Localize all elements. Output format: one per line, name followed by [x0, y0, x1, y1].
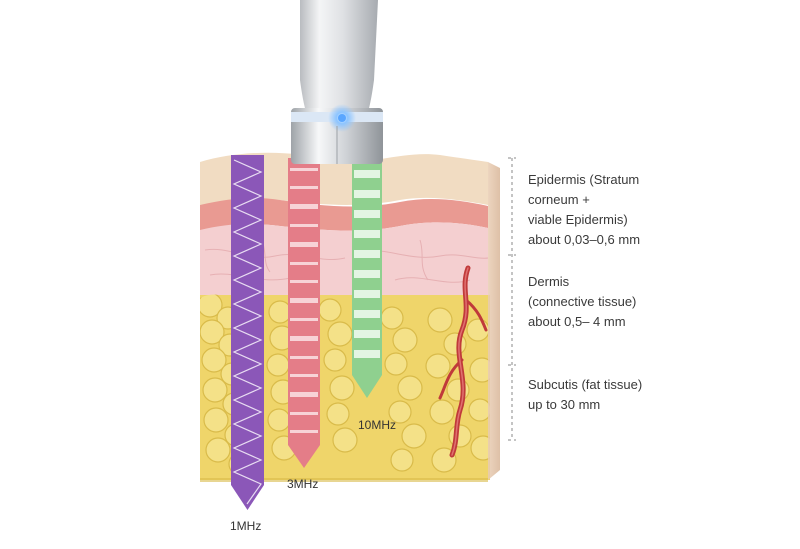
- epidermis-label-line-3: viable Epidermis): [528, 212, 628, 227]
- epidermis-label-line-4: about 0,03–0,6 mm: [528, 232, 641, 247]
- probe-1mhz-label: 1MHz: [230, 519, 262, 533]
- probe-1mhz: [231, 155, 264, 510]
- probe-3mhz-bar: [288, 158, 320, 468]
- epidermis-label: Epidermis (Stratum corneum + viable Epid…: [528, 170, 640, 250]
- probe-10mhz-stripes: [354, 170, 380, 358]
- skin-side-face: [488, 162, 500, 480]
- led-icon: [338, 114, 346, 122]
- blood-vessel: [438, 265, 488, 458]
- dermis-label-line-2: (connective tissue): [528, 294, 637, 309]
- epidermis-top: [200, 152, 488, 210]
- dermis-layer: [200, 222, 488, 305]
- probe-10mhz-label: 10MHz: [358, 418, 397, 432]
- dermis-label: Dermis (connective tissue) about 0,5– 4 …: [528, 272, 636, 332]
- dermis-label-line-1: Dermis: [528, 274, 570, 289]
- subcutis-label-line-1: Subcutis (fat tissue): [528, 377, 643, 392]
- probe-3mhz-stripes: [290, 168, 318, 433]
- layer-bracket: [508, 157, 516, 441]
- probe-10mhz: [352, 158, 382, 398]
- epidermis-red-band: [200, 197, 488, 232]
- ultrasound-device: [291, 0, 383, 164]
- skin-bottom-edge: [200, 478, 488, 482]
- epidermis-label-line-1: Epidermis (Stratum: [528, 172, 640, 187]
- epidermis-label-line-2: corneum +: [528, 192, 590, 207]
- dermis-label-line-3: about 0,5– 4 mm: [528, 314, 626, 329]
- subcutis-label: Subcutis (fat tissue) up to 30 mm: [528, 375, 642, 415]
- probe-1mhz-wave: [232, 159, 263, 505]
- device-handle: [300, 0, 378, 112]
- fat-lobules: [200, 292, 490, 476]
- probe-3mhz-label: 3MHz: [287, 477, 319, 491]
- subcutis-label-line-2: up to 30 mm: [528, 397, 601, 412]
- probe-3mhz: [288, 158, 320, 468]
